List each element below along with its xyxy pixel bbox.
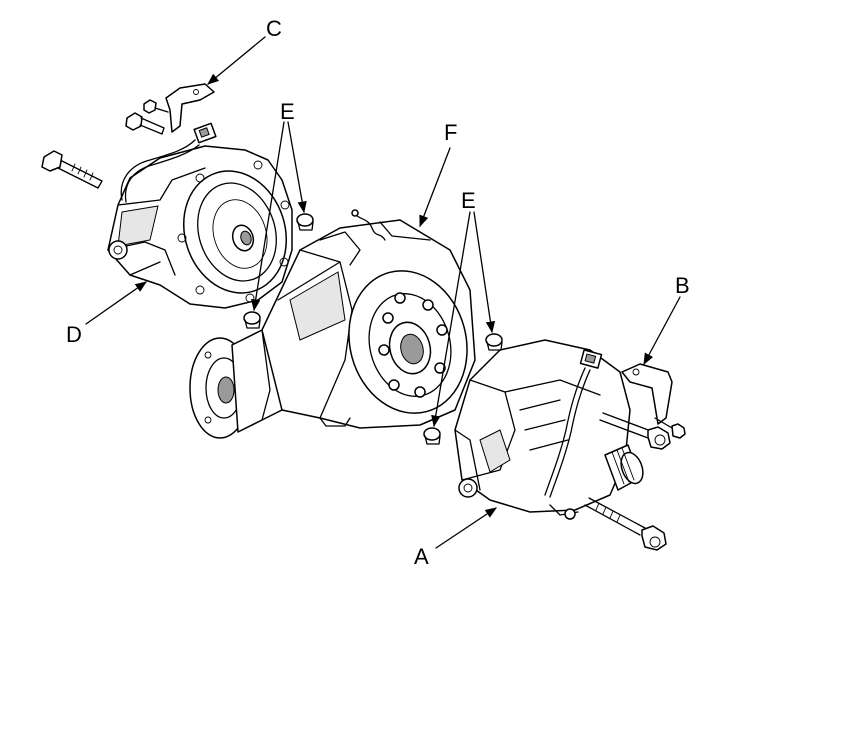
bolt-right-lower: [584, 497, 667, 551]
bolt-c-upper: [125, 112, 165, 135]
dowel-pin-lower-right: [423, 427, 441, 445]
dowel-pin-lower-left: [243, 311, 261, 329]
bolt-right-upper: [599, 412, 671, 450]
bolt-right-small: [654, 417, 686, 439]
dowel-pin-upper-left: [296, 213, 314, 231]
callout-e-left: E: [280, 99, 295, 124]
bolt-c-small: [143, 99, 169, 114]
dowel-pin-upper-right: [485, 333, 503, 351]
callout-c: C: [266, 16, 282, 41]
callout-d: D: [66, 322, 82, 347]
part-a-right-case: [454, 339, 644, 520]
bolt-left-long: [41, 150, 103, 189]
callout-f: F: [444, 120, 457, 145]
callout-b: B: [675, 273, 690, 298]
part-d-left-case: [41, 99, 293, 309]
leader-lines: [85, 36, 681, 549]
bracket-b: [621, 363, 673, 425]
bracket-c: [165, 83, 215, 133]
part-f-center-case: [189, 209, 476, 439]
callout-a: A: [414, 544, 429, 569]
callout-e-right: E: [461, 188, 476, 213]
